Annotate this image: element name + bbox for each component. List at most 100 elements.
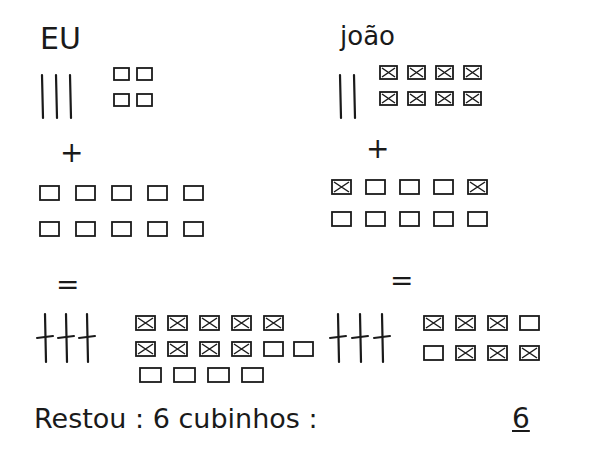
unit-cube <box>294 342 313 356</box>
unit-cube <box>76 186 95 200</box>
unit-cube <box>366 180 385 194</box>
unit-cube <box>464 66 481 79</box>
cube-cross <box>138 344 153 354</box>
result-number: 6 <box>512 404 530 435</box>
tens-bar <box>87 314 88 362</box>
unit-cube <box>434 212 453 226</box>
tens-bar <box>360 314 361 362</box>
cube-cross <box>138 318 153 328</box>
unit-cube <box>408 92 425 105</box>
unit-cube <box>424 346 443 360</box>
cube-cross <box>410 68 423 77</box>
unit-cube <box>434 180 453 194</box>
cube-cross <box>458 318 473 328</box>
unit-cube <box>380 92 397 105</box>
unit-cube <box>112 186 131 200</box>
unit-cube <box>184 186 203 200</box>
column-heading: EU <box>40 22 81 55</box>
unit-cube <box>232 342 251 356</box>
cube-cross <box>170 318 185 328</box>
unit-cube <box>168 342 187 356</box>
cube-cross <box>490 318 505 328</box>
unit-cube <box>174 368 195 382</box>
unit-cube <box>400 180 419 194</box>
unit-cube <box>76 222 95 236</box>
plus-sign: + <box>366 134 389 165</box>
equals-sign: = <box>390 266 413 297</box>
unit-cube <box>232 316 251 330</box>
unit-cube <box>208 368 229 382</box>
cube-cross <box>522 348 537 358</box>
result-note: Restou : 6 cubinhos : <box>34 404 318 434</box>
unit-cube <box>468 180 487 194</box>
cube-cross <box>410 94 423 103</box>
cube-cross <box>382 68 395 77</box>
cube-cross <box>438 94 451 103</box>
bar-cross <box>374 336 390 338</box>
bar-cross <box>37 336 53 338</box>
cube-cross <box>234 344 249 354</box>
unit-cube <box>520 316 539 330</box>
tens-bar <box>66 314 67 362</box>
unit-cube <box>520 346 539 360</box>
unit-cube <box>464 92 481 105</box>
cube-cross <box>466 68 479 77</box>
unit-cube <box>184 222 203 236</box>
unit-cube <box>112 222 131 236</box>
unit-cube <box>264 316 283 330</box>
unit-cube <box>40 186 59 200</box>
unit-cube <box>168 316 187 330</box>
cube-cross <box>458 348 473 358</box>
bar-cross <box>330 336 346 338</box>
unit-cube <box>488 316 507 330</box>
tens-bar <box>354 75 355 118</box>
cube-cross <box>202 318 217 328</box>
unit-cube <box>408 66 425 79</box>
unit-cube <box>488 346 507 360</box>
unit-cube <box>114 94 129 106</box>
unit-cube <box>436 66 453 79</box>
unit-cube <box>40 222 59 236</box>
bar-cross <box>79 336 95 338</box>
cube-cross <box>490 348 505 358</box>
unit-cube <box>456 316 475 330</box>
unit-cube <box>400 212 419 226</box>
unit-cube <box>136 342 155 356</box>
unit-cube <box>137 68 152 80</box>
unit-cube <box>140 368 161 382</box>
unit-cube <box>242 368 263 382</box>
unit-cube <box>436 92 453 105</box>
bar-cross <box>352 336 368 338</box>
cube-cross <box>426 318 441 328</box>
unit-cube <box>137 94 152 106</box>
bar-cross <box>58 336 74 338</box>
unit-cube <box>332 180 351 194</box>
unit-cube <box>366 212 385 226</box>
tens-bar <box>56 75 57 118</box>
cube-cross <box>234 318 249 328</box>
tens-bar <box>70 75 71 118</box>
cube-cross <box>202 344 217 354</box>
unit-cube <box>468 212 487 226</box>
equals-sign: = <box>56 270 79 301</box>
cube-cross <box>470 182 485 192</box>
column-heading: joão <box>340 22 395 51</box>
tens-bar <box>42 75 43 118</box>
unit-cube <box>380 66 397 79</box>
unit-cube <box>200 342 219 356</box>
unit-cube <box>332 212 351 226</box>
cube-cross <box>438 68 451 77</box>
unit-cube <box>200 316 219 330</box>
unit-cube <box>424 316 443 330</box>
plus-sign: + <box>60 138 83 169</box>
tens-bar <box>45 314 46 362</box>
cube-cross <box>466 94 479 103</box>
tens-bar <box>338 314 339 362</box>
cube-cross <box>170 344 185 354</box>
unit-cube <box>456 346 475 360</box>
tens-bar <box>382 314 383 362</box>
unit-cube <box>148 222 167 236</box>
cube-cross <box>334 182 349 192</box>
